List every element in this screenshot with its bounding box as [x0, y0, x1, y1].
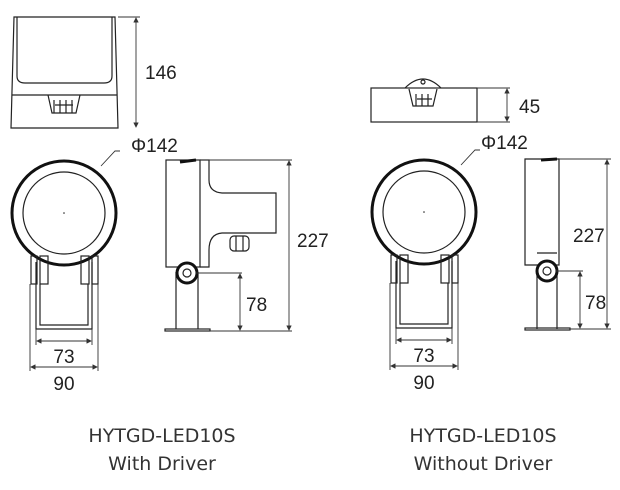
- dim-pivot-height: 78: [585, 293, 606, 314]
- dim-total-height: 227: [573, 226, 605, 247]
- dim-diameter: Φ142: [131, 136, 178, 157]
- dim-outer-width: 90: [53, 374, 74, 395]
- top-view: 146: [10, 16, 177, 129]
- dim-total-height: 227: [297, 231, 329, 252]
- dim-top-height: 45: [519, 97, 540, 118]
- side-view: 227 78: [524, 157, 611, 331]
- dim-outer-width: 90: [413, 373, 434, 394]
- without-driver-drawing: 45 Φ142 73 90 227 78: [370, 78, 611, 394]
- right-model-caption: HYTGD-LED10S: [409, 425, 556, 447]
- right-variant-caption: Without Driver: [414, 453, 553, 475]
- dim-pivot-height: 78: [246, 295, 267, 316]
- side-view: 227 78: [164, 158, 329, 332]
- front-view: Φ142 73 90: [12, 136, 178, 395]
- top-view: 45: [370, 78, 540, 123]
- dim-inner-width: 73: [413, 346, 434, 367]
- with-driver-drawing: 146 Φ142 73 90 227 78: [10, 16, 329, 395]
- dim-top-height: 146: [145, 63, 177, 84]
- dim-inner-width: 73: [53, 347, 74, 368]
- left-variant-caption: With Driver: [108, 453, 216, 475]
- dim-diameter: Φ142: [481, 133, 528, 154]
- front-view: Φ142 73 90: [372, 133, 528, 394]
- left-model-caption: HYTGD-LED10S: [88, 425, 235, 447]
